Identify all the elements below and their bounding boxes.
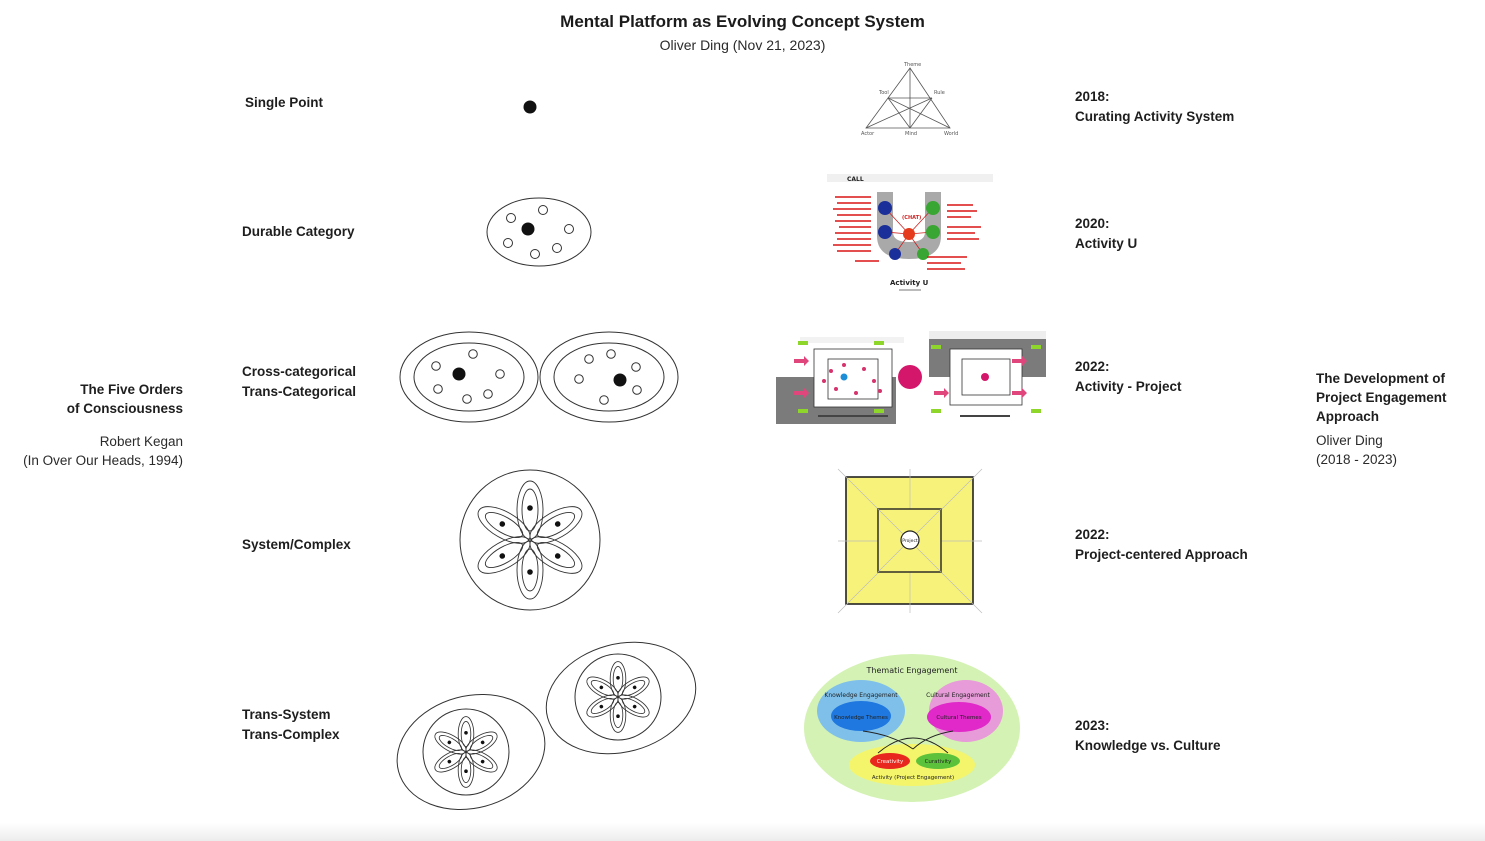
activity-u-thumbnail: CALL (CHAT) Activity U xyxy=(827,174,993,296)
system-ellipse-right xyxy=(545,641,697,755)
milestone-year: 2018: xyxy=(1075,89,1110,104)
kegan-author: Robert Kegan xyxy=(99,434,183,449)
petal-flower xyxy=(477,480,583,600)
category-ellipse-inner-right xyxy=(553,342,665,412)
activity-system-triangle-thumbnail: Theme Tool Rule Actor Mind World xyxy=(861,62,958,137)
triangle-bottom-mid-label: Mind xyxy=(905,131,917,137)
category-ellipse-outer-left xyxy=(399,331,539,423)
level-label-cross-categorical: Cross-categorical Trans-Categorical xyxy=(242,362,356,402)
cross-categorical-diagram xyxy=(399,331,679,423)
ding-panel: The Development of Project Engagement Ap… xyxy=(1316,369,1481,469)
creativity-label: Creativity xyxy=(877,759,904,765)
level-label-trans-system: Trans-System Trans-Complex xyxy=(242,705,340,745)
durable-category-diagram xyxy=(486,197,592,267)
milestone-year: 2022: xyxy=(1075,527,1110,542)
level-label-line: Single Point xyxy=(245,95,324,110)
single-point-diagram xyxy=(523,100,537,114)
activity-project-thumbnail xyxy=(776,331,1046,424)
milestone-name: Knowledge vs. Culture xyxy=(1075,738,1221,753)
knowledge-engagement-label: Knowledge Engagement xyxy=(824,692,898,699)
ding-author: Oliver Ding xyxy=(1316,433,1383,448)
ding-title-line1: The Development of xyxy=(1316,371,1446,386)
curativity-label: Curativity xyxy=(925,759,953,765)
triangle-bottom-right-label: World xyxy=(944,131,958,137)
page-subtitle: Oliver Ding (Nov 21, 2023) xyxy=(659,37,826,53)
trans-system-diagram xyxy=(396,641,697,810)
milestone-2022-project-centered: 2022: Project-centered Approach xyxy=(1075,525,1248,565)
activity-label: Activity (Project Engagement) xyxy=(872,775,954,781)
knowledge-culture-thumbnail: Thematic Engagement Knowledge Engagement… xyxy=(804,654,1020,802)
milestone-name: Project-centered Approach xyxy=(1075,547,1248,562)
category-ellipse-inner-left xyxy=(413,342,525,412)
level-label-line: Trans-Categorical xyxy=(242,384,357,399)
level-label-line: Cross-categorical xyxy=(242,364,357,379)
milestone-2022-activity-project: 2022: Activity - Project xyxy=(1075,357,1182,397)
milestone-2023: 2023: Knowledge vs. Culture xyxy=(1075,716,1221,756)
milestone-year: 2022: xyxy=(1075,359,1110,374)
kegan-panel: The Five Orders of Consciousness Robert … xyxy=(0,380,183,470)
category-ellipse xyxy=(486,197,592,267)
u-shape xyxy=(877,192,941,259)
level-label-line: System/Complex xyxy=(242,537,351,552)
activity-u-caption: Activity U xyxy=(890,279,929,287)
level-label-line: Durable Category xyxy=(242,224,355,239)
cultural-themes-label: Cultural Themes xyxy=(936,715,981,721)
level-label-durable-category: Durable Category xyxy=(242,222,355,242)
category-core-dot xyxy=(521,222,535,236)
category-ellipse-outer-right xyxy=(539,331,679,423)
knowledge-themes-label: Knowledge Themes xyxy=(834,715,888,721)
milestone-2020: 2020: Activity U xyxy=(1075,214,1137,254)
cultural-themes-ellipse xyxy=(927,702,991,732)
triangle-top-label: Theme xyxy=(903,62,921,68)
milestone-name: Curating Activity System xyxy=(1075,109,1235,124)
milestone-year: 2020: xyxy=(1075,216,1110,231)
svg-text:CALL: CALL xyxy=(847,176,864,183)
project-centered-thumbnail: Project xyxy=(837,468,983,614)
activity-u-center-label: (CHAT) xyxy=(902,215,921,221)
system-ellipse-left xyxy=(396,694,546,810)
level-label-single-point: Single Point xyxy=(245,93,323,113)
milestone-name: Activity U xyxy=(1075,236,1138,251)
page-title: Mental Platform as Evolving Concept Syst… xyxy=(560,12,925,31)
project-circle xyxy=(900,530,920,550)
triangle-bottom-left-label: Actor xyxy=(861,131,875,137)
level-label-line: Trans-Complex xyxy=(242,727,340,742)
bottom-scroll-shadow xyxy=(0,823,1485,841)
milestone-name: Activity - Project xyxy=(1075,379,1182,394)
knowledge-themes-ellipse xyxy=(831,701,891,731)
curativity-ellipse xyxy=(916,753,960,769)
ding-title-line3: Approach xyxy=(1316,409,1380,424)
cultural-engagement-label: Cultural Engagement xyxy=(926,692,990,699)
ding-years: (2018 - 2023) xyxy=(1316,452,1398,467)
milestone-2018: 2018: Curating Activity System xyxy=(1075,87,1234,127)
ding-title-line2: Project Engagement xyxy=(1316,390,1447,405)
milestone-year: 2023: xyxy=(1075,718,1110,733)
kegan-title-line1: The Five Orders xyxy=(80,382,183,397)
kegan-title-line2: of Consciousness xyxy=(66,401,183,416)
project-label: Project xyxy=(902,538,918,544)
triangle-left-label: Tool xyxy=(878,90,889,96)
system-circle xyxy=(459,469,601,611)
system-complex-diagram xyxy=(459,469,601,611)
creativity-ellipse xyxy=(870,753,910,769)
thematic-engagement-label: Thematic Engagement xyxy=(866,666,958,675)
kegan-source: (In Over Our Heads, 1994) xyxy=(23,453,183,468)
triangle-right-label: Rule xyxy=(934,90,945,96)
level-label-system-complex: System/Complex xyxy=(242,535,351,555)
point-dot xyxy=(523,100,537,114)
level-label-line: Trans-System xyxy=(242,707,331,722)
